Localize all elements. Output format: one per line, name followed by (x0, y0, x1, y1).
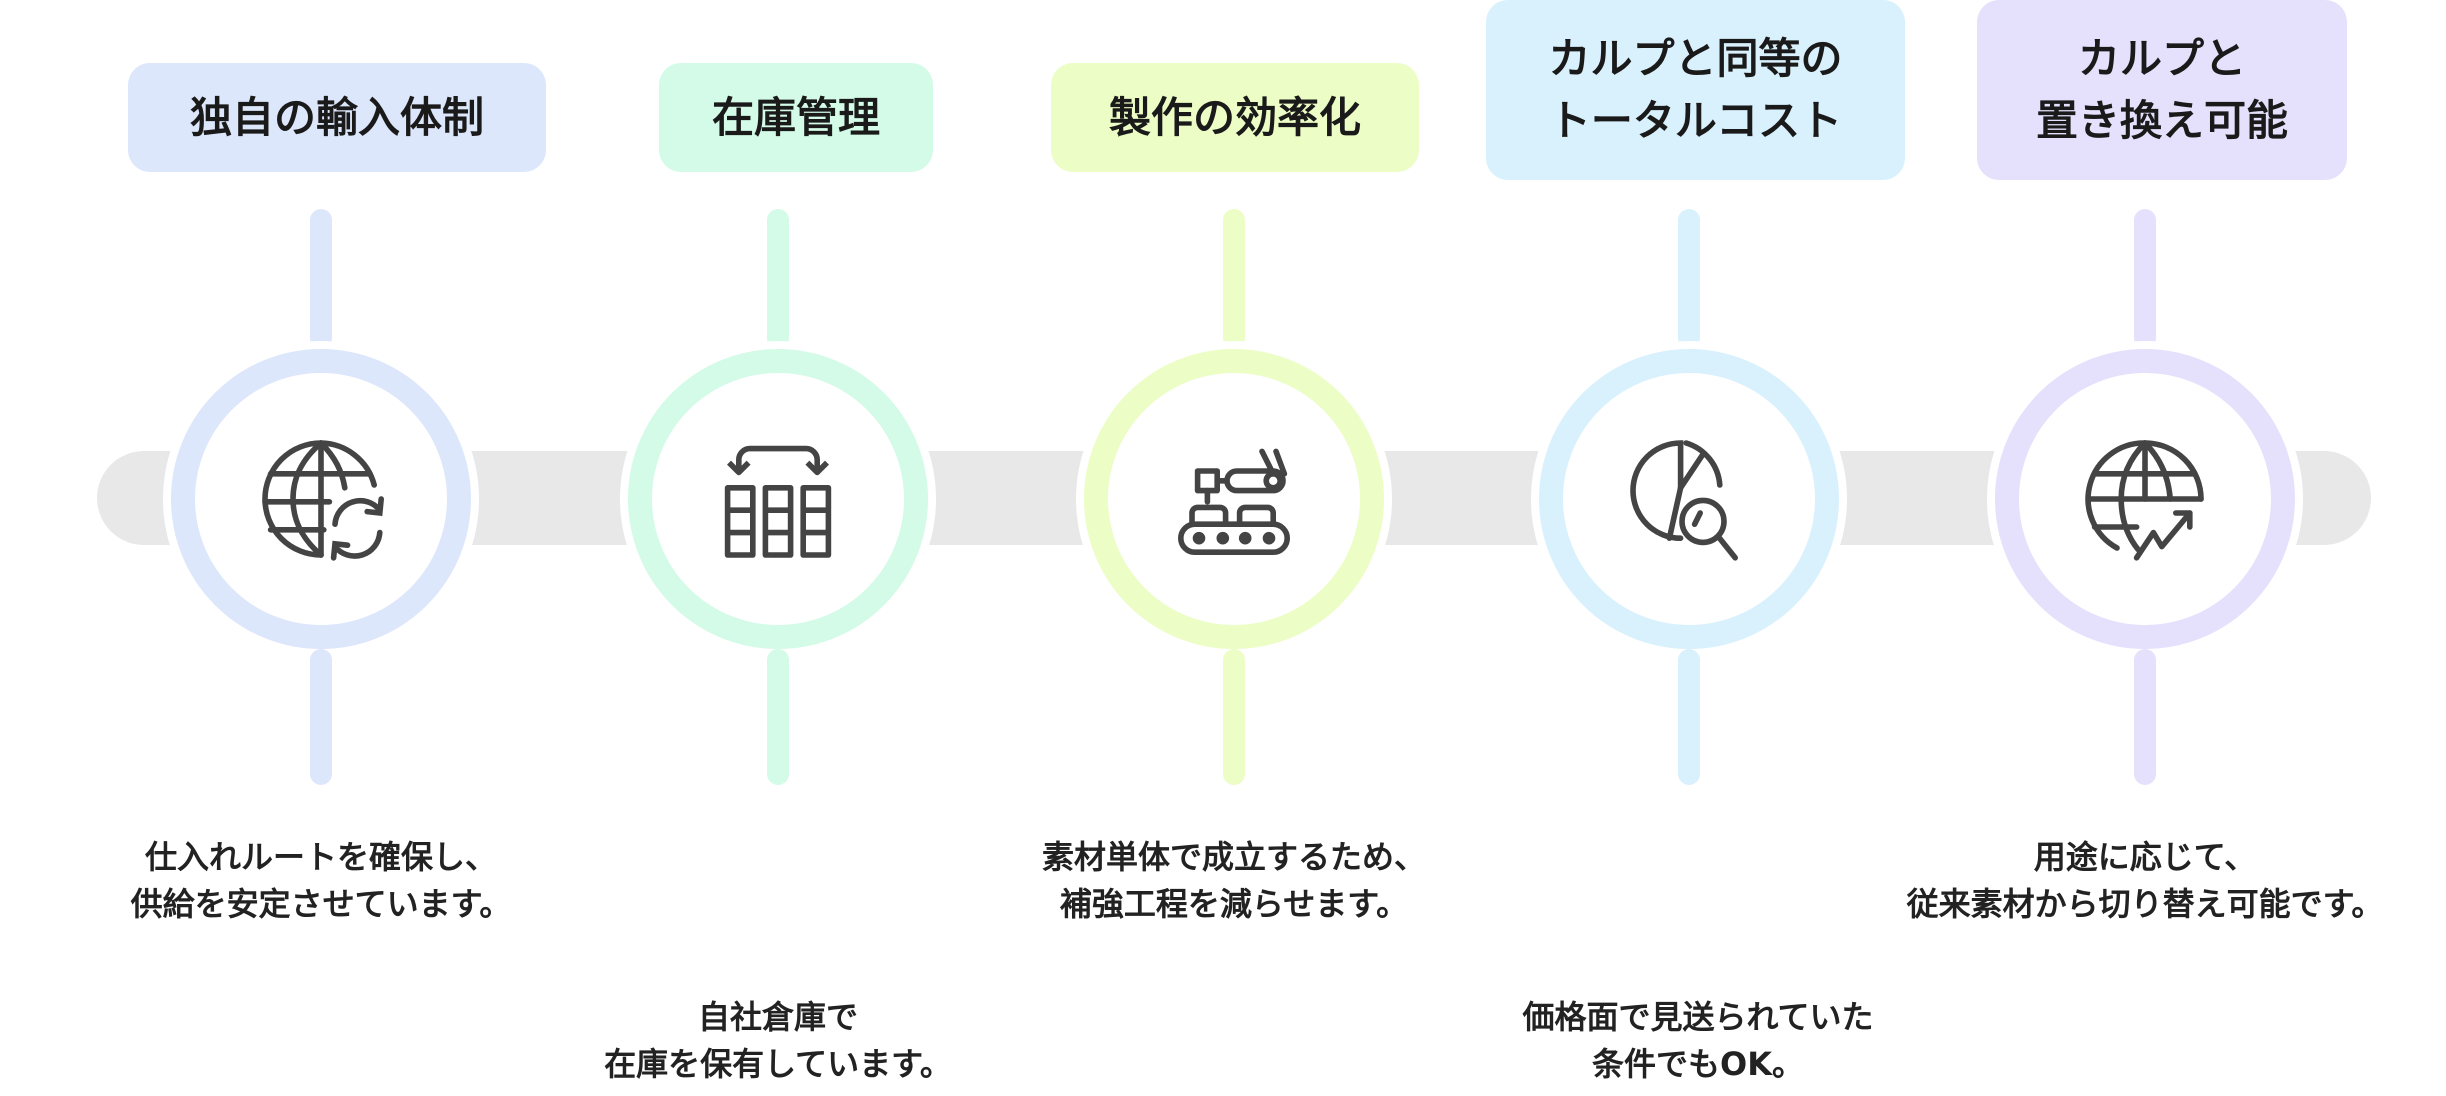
step-1-description: 仕入れルートを確保し、 供給を安定させています。 (0, 834, 671, 928)
step-4-top-stem (1678, 209, 1700, 349)
step-4-desc-line-1: 価格面で見送られていた (1522, 998, 1874, 1036)
step-5-desc-line-2: 従来素材から切り替え可能です。 (1906, 885, 2384, 923)
step-4-description: 価格面で見送られていた 条件でもOK。 (1348, 994, 2048, 1088)
conveyor-robot-icon (1164, 429, 1304, 569)
step-5-description: 用途に応じて、 従来素材から切り替え可能です。 (1795, 834, 2446, 928)
step-3-top-stem (1223, 209, 1245, 349)
step-4-bottom-stem (1678, 649, 1700, 785)
step-5-title: カルプと 置き換え可能 (1977, 0, 2347, 180)
step-3-bottom-stem (1223, 649, 1245, 785)
step-1-desc-line-2: 供給を安定させています。 (130, 885, 512, 923)
step-4-title: カルプと同等の トータルコスト (1486, 0, 1905, 180)
step-2-description: 自社倉庫で 在庫を保有しています。 (428, 994, 1128, 1088)
step-5-desc-line-1: 用途に応じて、 (2033, 838, 2257, 876)
step-1-title: 独自の輸入体制 (128, 63, 546, 172)
step-2-top-stem (767, 209, 789, 349)
step-1-desc-line-1: 仕入れルートを確保し、 (144, 838, 497, 876)
globe-growth-icon (2075, 429, 2215, 569)
step-2-desc-line-2: 在庫を保有しています。 (604, 1045, 952, 1083)
step-1-bottom-stem (310, 649, 332, 785)
step-5-top-stem (2134, 209, 2156, 349)
step-3-desc-line-1: 素材単体で成立するため、 (1041, 838, 1426, 876)
globe-refresh-icon (251, 429, 391, 569)
step-2-title: 在庫管理 (659, 63, 933, 172)
step-3-title: 製作の効率化 (1051, 63, 1419, 172)
step-2-bottom-stem (767, 649, 789, 785)
step-4-ring (1539, 349, 1839, 649)
step-4-desc-line-2: 条件でもOK。 (1591, 1045, 1804, 1083)
step-5-bottom-stem (2134, 649, 2156, 785)
step-2-desc-line-1: 自社倉庫で (697, 998, 858, 1036)
step-1-top-stem (310, 209, 332, 349)
pie-chart-search-icon (1619, 429, 1759, 569)
step-3-desc-line-2: 補強工程を減らせます。 (1059, 885, 1409, 923)
inventory-shelves-icon (708, 429, 848, 569)
step-3-description: 素材単体で成立するため、 補強工程を減らせます。 (884, 834, 1584, 928)
